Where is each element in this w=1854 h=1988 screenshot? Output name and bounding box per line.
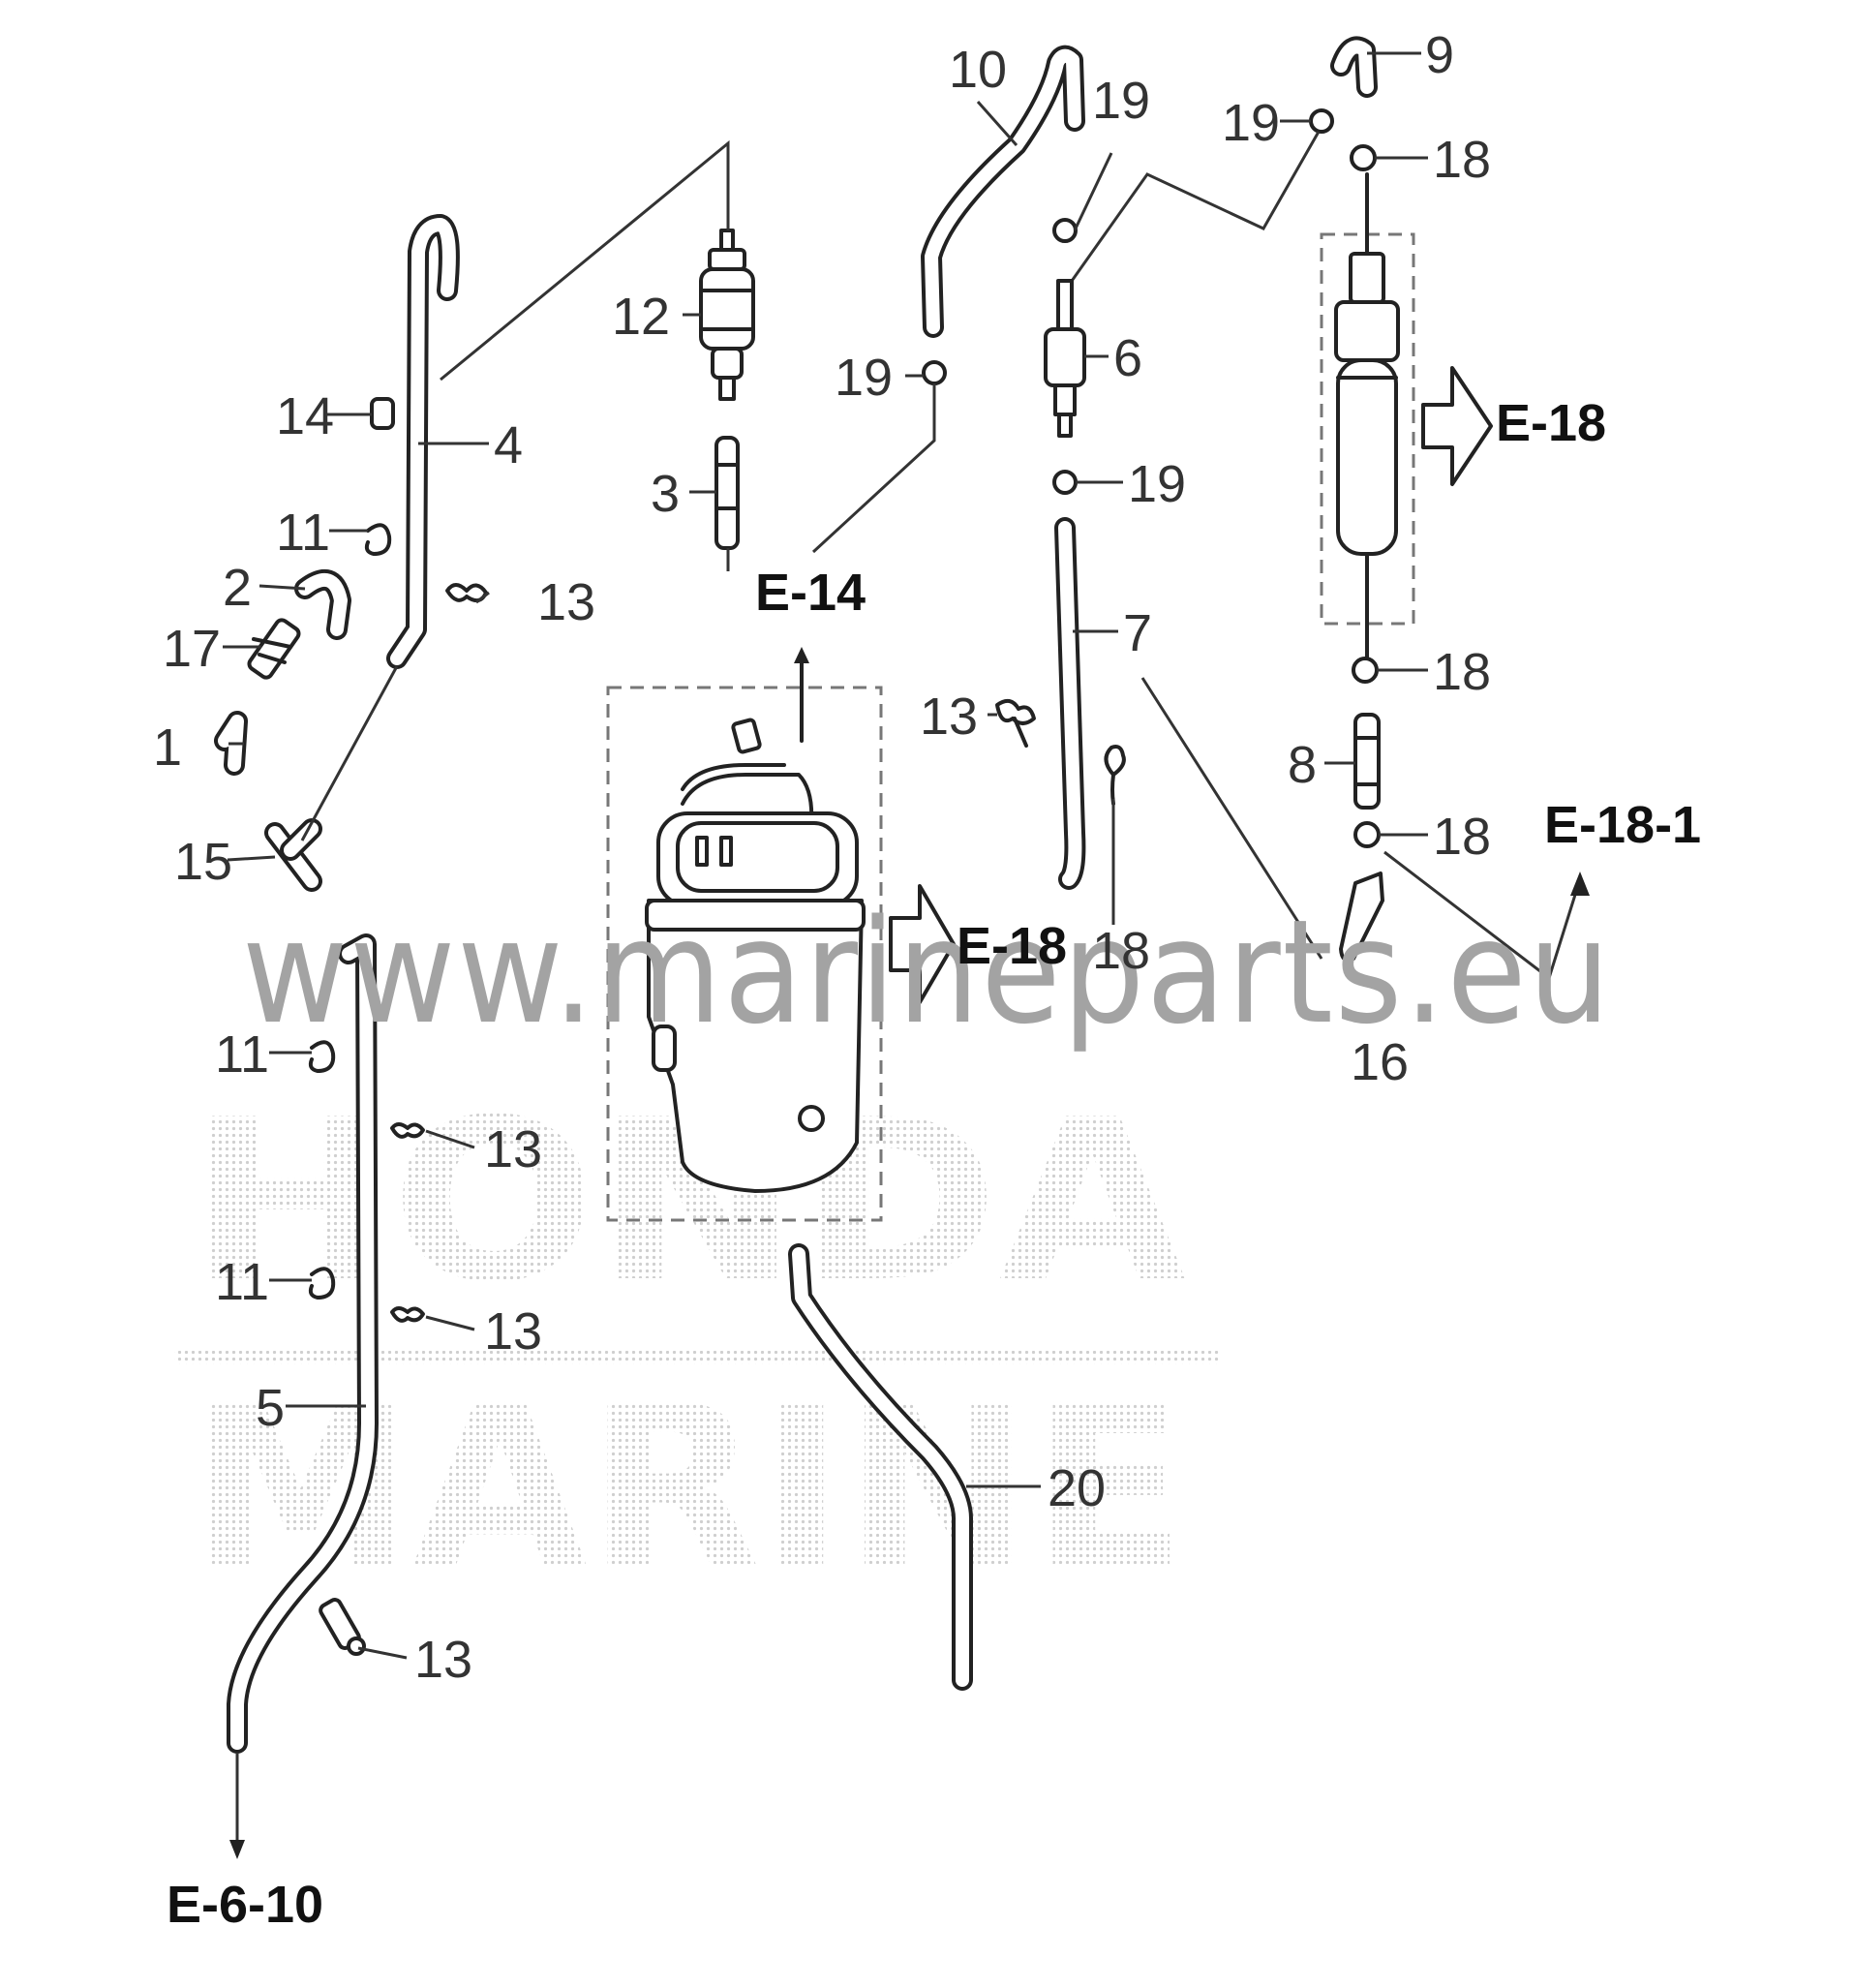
clip-11-top [364, 523, 392, 556]
elbow-1 [214, 711, 248, 776]
hose-4 [386, 214, 460, 669]
joint-3 [714, 436, 740, 550]
leader-19-e14 [811, 383, 936, 554]
callout-2: 2 [223, 559, 252, 617]
clip-13-c [319, 1598, 366, 1656]
hose-5 [227, 933, 379, 1754]
clip-13-mid [995, 698, 1036, 748]
callout-6: 6 [1113, 329, 1142, 387]
callout-17: 17 [163, 620, 221, 678]
ref-e6-10: E-6-10 [167, 1876, 323, 1934]
elbow-2 [294, 568, 351, 640]
tee-15 [264, 818, 322, 892]
pipe-8 [1353, 713, 1381, 810]
filter-12 [699, 229, 755, 401]
clip-11-mid [308, 1040, 336, 1073]
callout-9: 9 [1425, 26, 1454, 84]
clip-13-b [390, 1306, 425, 1323]
callout-13-e: 13 [414, 1631, 472, 1689]
hook-16 [1339, 872, 1384, 963]
callout-13-d: 13 [920, 688, 978, 746]
callout-7: 7 [1123, 604, 1152, 662]
callout-16: 16 [1351, 1033, 1409, 1091]
callout-13-a: 13 [537, 573, 595, 631]
filter-6 [1044, 279, 1086, 438]
callout-19-c: 19 [835, 349, 893, 407]
ref-e14: E-14 [755, 564, 866, 622]
callout-4: 4 [494, 416, 523, 474]
callout-18-a: 18 [1433, 131, 1491, 189]
callout-19-d: 19 [1128, 455, 1186, 513]
section-references: E-14 E-18 E-18 E-18-1 E-6-10 [167, 394, 1701, 1934]
tank-group-box [606, 686, 883, 1222]
callout-15: 15 [174, 833, 232, 891]
callout-19-b: 19 [1222, 94, 1280, 152]
callout-13-c: 13 [484, 1302, 542, 1361]
callout-11-mid: 11 [215, 1025, 269, 1084]
hose-10 [921, 45, 1085, 338]
callout-1: 1 [153, 719, 182, 777]
callout-20: 20 [1048, 1459, 1106, 1517]
arrow-e18-mid [889, 884, 956, 1004]
site-watermark: www.marineparts.eu [242, 889, 1612, 1055]
callout-19-a: 19 [1092, 72, 1150, 130]
leader-15-4 [300, 665, 399, 841]
callout-13-b: 13 [484, 1120, 542, 1178]
leader-16-e181 [1383, 850, 1582, 981]
clip-19-b [1052, 218, 1078, 243]
clip-13-a [390, 1122, 425, 1139]
strainer-17 [247, 618, 301, 680]
callout-14: 14 [276, 387, 334, 445]
callout-11-low: 11 [215, 1253, 269, 1311]
callout-leaders [223, 51, 1428, 1660]
fuel-pump [1334, 172, 1400, 660]
arrow-e610 [229, 1840, 245, 1859]
clip-14 [370, 397, 395, 430]
vapor-separator-tank [645, 647, 866, 1193]
clip-19-d [1309, 108, 1334, 134]
callout-18-d: 18 [1092, 922, 1150, 980]
callout-12: 12 [612, 288, 670, 346]
clip-18-c [1353, 821, 1381, 848]
callout-10: 10 [949, 41, 1007, 99]
clip-18-a [1350, 144, 1377, 171]
elbow-9 [1330, 36, 1378, 98]
leader-7-16 [1140, 677, 1323, 960]
clip-13-upper-left [445, 583, 488, 603]
callout-18-c: 18 [1433, 808, 1491, 866]
clip-19-c [1052, 470, 1078, 495]
leader-19-6 [1063, 131, 1321, 291]
brand-divider [174, 1351, 1220, 1364]
callout-3: 3 [651, 465, 680, 523]
arrow-e181 [1570, 872, 1590, 896]
clip-18-b [1352, 657, 1379, 684]
ref-e18-top: E-18 [1496, 394, 1606, 452]
arrow-e18-top [1421, 366, 1493, 486]
clip-18-lower-7 [1104, 745, 1126, 806]
callout-5: 5 [256, 1379, 285, 1437]
ref-e18-mid: E-18 [957, 917, 1067, 975]
leader-4-12 [440, 139, 730, 382]
clip-19-a [922, 360, 947, 385]
hose-7 [1054, 517, 1086, 890]
callout-8: 8 [1288, 736, 1317, 794]
callout-18-b: 18 [1433, 643, 1491, 701]
ref-e18-1: E-18-1 [1544, 796, 1701, 854]
callout-11-top: 11 [276, 504, 330, 562]
hose-20 [788, 1243, 973, 1691]
callout-labels: 1 2 3 4 5 6 7 8 9 10 11 11 11 12 13 13 1… [153, 26, 1491, 1689]
clip-11-low [308, 1267, 336, 1300]
